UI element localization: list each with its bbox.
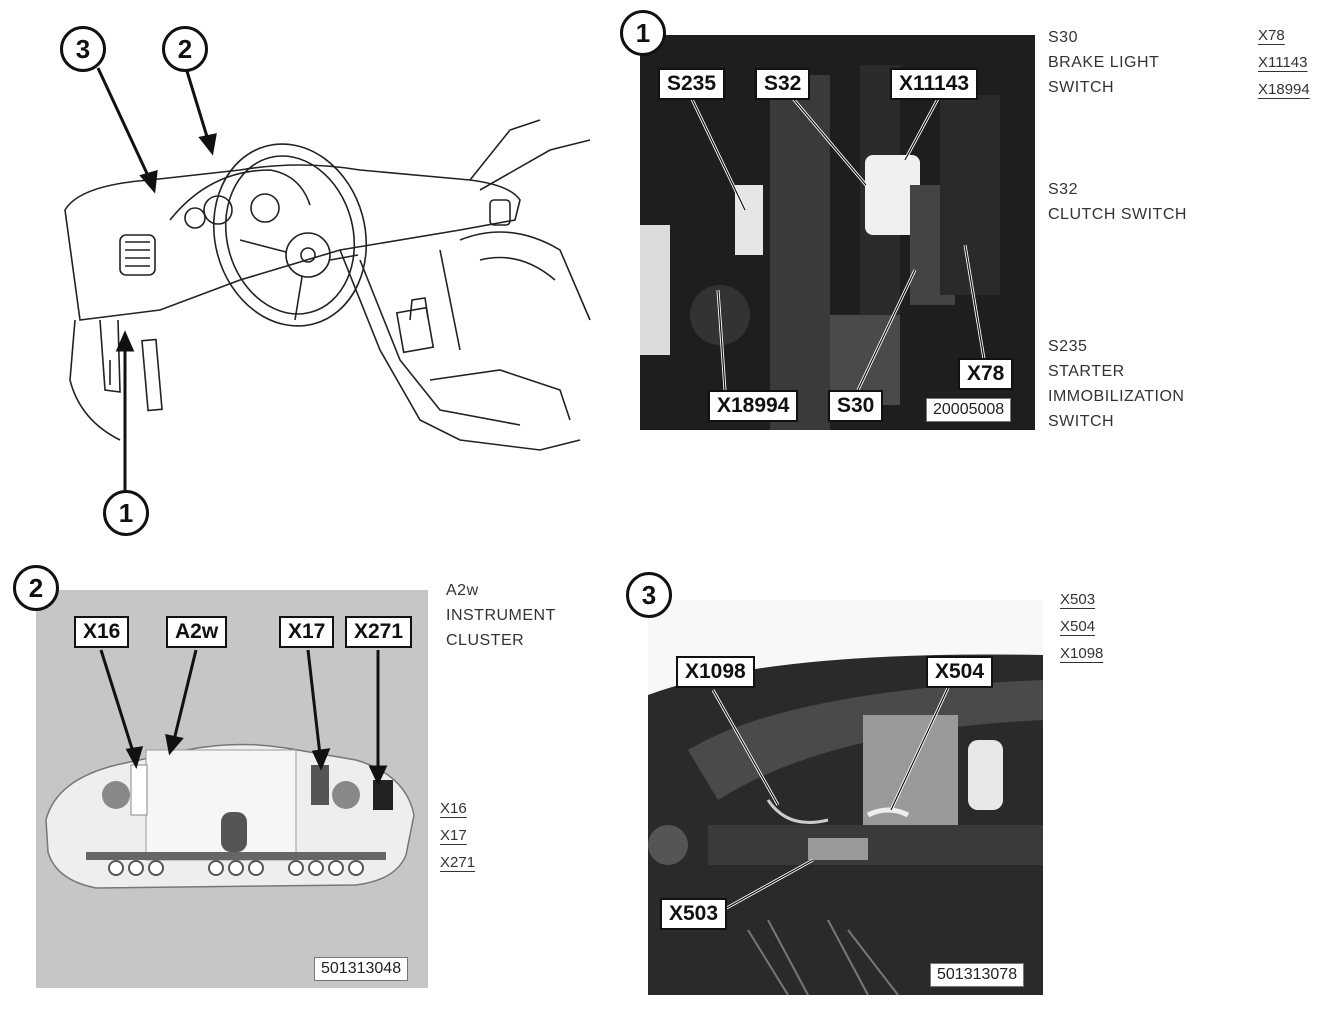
legend-code: S30 (1048, 29, 1078, 46)
callout-x271: X271 (345, 616, 413, 648)
link-x503[interactable]: X503 (1060, 591, 1096, 608)
panel2-badge: 2 (13, 565, 59, 611)
legend-s32: S32 CLUTCH SWITCH (1048, 177, 1187, 227)
link-x1098[interactable]: X1098 (1060, 645, 1104, 662)
legend-line: INSTRUMENT (446, 607, 556, 624)
link-x16[interactable]: X16 (440, 800, 467, 817)
pedal-area-photo (640, 35, 1035, 430)
link-x504[interactable]: X504 (1060, 618, 1096, 635)
callout-x503: X503 (660, 898, 728, 930)
legend-code: S235 (1048, 338, 1088, 355)
legend-line: CLUSTER (446, 632, 525, 649)
callout-x504: X504 (926, 656, 994, 688)
panel1-badge: 1 (620, 10, 666, 56)
callout-x16: X16 (74, 616, 130, 648)
instrument-cluster-photo (36, 590, 428, 988)
legend-line: BRAKE LIGHT (1048, 54, 1160, 71)
panel1-image-id: 20005008 (926, 398, 1012, 422)
instrument-cluster-photo-art (36, 590, 428, 988)
panel2-image-id: 501313048 (314, 957, 409, 981)
callout-x11143: X11143 (890, 68, 979, 100)
legend-line: CLUTCH SWITCH (1048, 206, 1187, 223)
dashboard-line-art (64, 67, 591, 492)
link-x18994[interactable]: X18994 (1258, 81, 1310, 98)
callout-x18994: X18994 (708, 390, 799, 422)
legend-s235: S235 STARTER IMMOBILIZATION SWITCH (1048, 334, 1184, 434)
panel3-badge: 3 (626, 572, 672, 618)
overview-badge-1: 1 (103, 490, 149, 536)
legend-s30: S30 BRAKE LIGHT SWITCH (1048, 25, 1159, 100)
callout-x17: X17 (279, 616, 335, 648)
legend-a2w: A2w INSTRUMENT CLUSTER (446, 578, 556, 653)
link-x78[interactable]: X78 (1258, 27, 1285, 44)
overview-badge-3: 3 (60, 26, 106, 72)
panel3-image-id: 501313078 (930, 963, 1025, 987)
callout-s235: S235 (658, 68, 726, 100)
link-x271[interactable]: X271 (440, 854, 476, 871)
legend-line: STARTER (1048, 363, 1125, 380)
legend-code: S32 (1048, 181, 1078, 198)
legend-code: A2w (446, 582, 479, 599)
overview-badge-2: 2 (162, 26, 208, 72)
callout-a2w: A2w (166, 616, 228, 648)
legend-line: SWITCH (1048, 79, 1115, 96)
callout-s30: S30 (828, 390, 884, 422)
dashboard-overview-drawing: 3 2 1 (40, 20, 600, 540)
link-x11143[interactable]: X11143 (1258, 54, 1308, 71)
link-x17[interactable]: X17 (440, 827, 467, 844)
legend-line: IMMOBILIZATION (1048, 388, 1185, 405)
callout-s32: S32 (755, 68, 811, 100)
callout-x78: X78 (958, 358, 1014, 390)
callout-x1098: X1098 (676, 656, 755, 688)
legend-line: SWITCH (1048, 413, 1115, 430)
